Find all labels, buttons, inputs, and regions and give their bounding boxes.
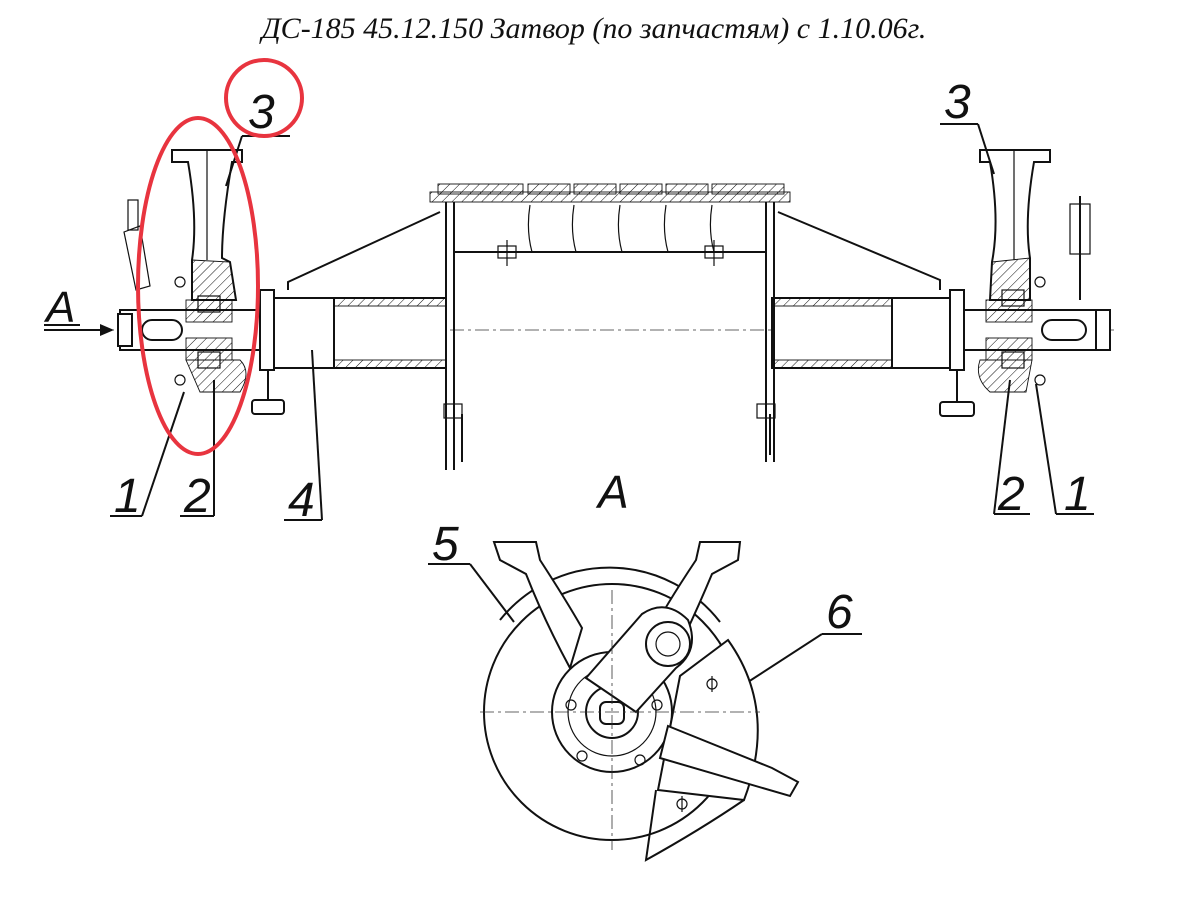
hub-right-lower	[985, 337, 1033, 361]
callout-right-1: 1	[1064, 468, 1091, 521]
callout-6: 6	[826, 586, 853, 639]
nut-right	[1095, 309, 1111, 351]
callout-right-2: 2	[997, 468, 1025, 521]
highlight-oval	[136, 116, 260, 456]
arrow-label: А	[43, 283, 75, 332]
crank-pin	[645, 621, 691, 667]
hub-left-lower	[185, 337, 233, 361]
callout-left-3: 3	[248, 86, 275, 139]
tube-left-inner	[333, 297, 447, 369]
drawing-title: ДС-185 45.12.150 Затвор (по запчастям) с…	[261, 12, 927, 45]
handle-lever	[658, 724, 800, 798]
callout-right-3: 3	[944, 76, 971, 129]
callout-5: 5	[432, 518, 459, 571]
collar-left	[259, 289, 275, 371]
shaft-assembly	[100, 183, 1115, 470]
tube-right-outer	[891, 297, 951, 369]
foot-left	[251, 399, 285, 415]
hub-left-upper	[185, 299, 233, 323]
callout-left-2: 2	[183, 470, 211, 523]
view-arrow: А	[43, 283, 114, 336]
collar-right	[949, 289, 965, 371]
highlight-circle	[224, 58, 304, 138]
nut-left	[117, 313, 133, 347]
tube-part-4	[273, 297, 335, 369]
foot-right	[939, 401, 975, 417]
tube-right-inner	[771, 297, 893, 369]
highlight-markup	[136, 58, 304, 456]
view-label: А	[595, 466, 629, 518]
right-lever-assembly	[977, 149, 1111, 393]
callout-4: 4	[288, 474, 315, 527]
keyway-right	[1041, 319, 1087, 341]
keyway-left	[141, 319, 183, 341]
view-a-detail	[480, 541, 800, 862]
callout-left-1: 1	[114, 470, 141, 523]
hub-right-upper	[985, 299, 1033, 323]
callouts: 3 1 2 4 3 2 1	[110, 76, 1094, 683]
